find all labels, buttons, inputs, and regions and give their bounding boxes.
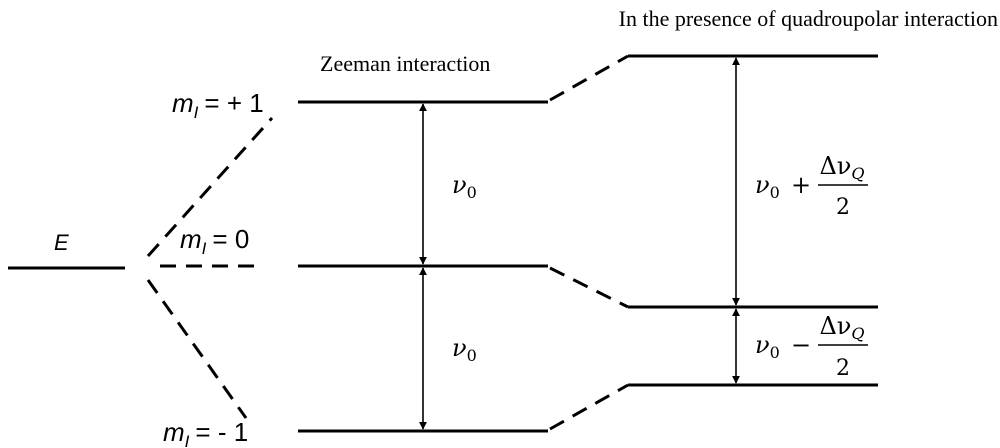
- svg-text:2: 2: [836, 356, 850, 381]
- svg-text:+: +: [791, 171, 811, 199]
- quadrupolar-title: In the presence of quadroupolar interact…: [619, 6, 998, 31]
- svg-text:−: −: [791, 331, 811, 359]
- connector-middle: [549, 266, 629, 309]
- zeeman-lower-label: ν0: [452, 334, 477, 365]
- level-label-plus-one: mI= + 1: [172, 88, 264, 122]
- quad-upper-label: ν0 + ΔνQ 2: [755, 152, 868, 220]
- split-line-plus-one: [146, 116, 274, 258]
- zeeman-title: Zeeman interaction: [320, 51, 490, 76]
- connector-upper: [549, 54, 629, 102]
- svg-text:ν0: ν0: [755, 171, 780, 202]
- split-line-minus-one: [146, 279, 248, 419]
- svg-text:ΔνQ: ΔνQ: [819, 312, 864, 343]
- zeeman-upper-label: ν0: [452, 171, 477, 202]
- svg-text:ΔνQ: ΔνQ: [819, 152, 864, 183]
- quad-lower-label: ν0 − ΔνQ 2: [755, 312, 868, 381]
- svg-text:2: 2: [836, 195, 850, 220]
- level-label-zero: mI= 0: [180, 224, 249, 258]
- connector-lower: [549, 383, 629, 431]
- energy-label: E: [54, 230, 69, 255]
- level-label-minus-one: mI= - 1: [163, 417, 248, 448]
- svg-text:ν0: ν0: [755, 331, 780, 362]
